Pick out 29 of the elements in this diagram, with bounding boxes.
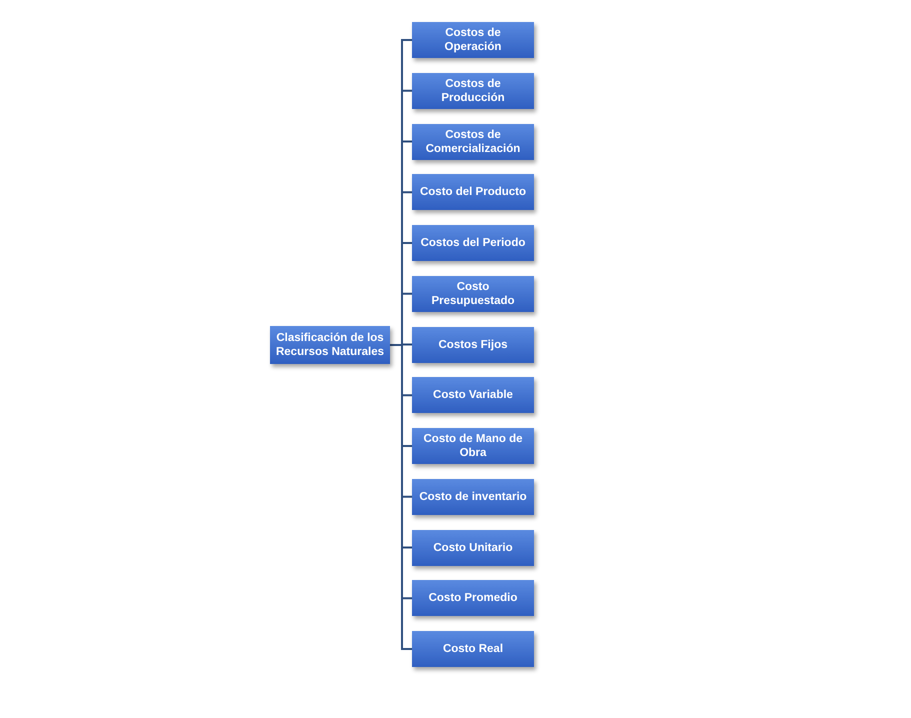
category-box <box>412 478 534 515</box>
box-label: Costo Promedio <box>428 591 518 606</box>
category-box <box>412 631 534 667</box>
category-box <box>412 124 534 160</box>
box-label: Costo Presupuestado <box>430 280 516 308</box>
category-box <box>412 22 534 58</box>
box-label: Costo de inventario <box>419 490 527 504</box>
box-label: Costo Real <box>442 642 504 656</box>
category-box <box>412 530 534 566</box>
box-label: Clasificación de los Recursos Naturales <box>274 331 386 359</box>
connector-line <box>390 344 412 650</box>
category-box <box>412 326 534 362</box>
category-box <box>270 326 390 364</box>
category-box <box>412 225 534 261</box>
box-label: Costos del Periodo <box>420 236 526 250</box>
category-box <box>412 377 534 414</box>
box-label: Costo de Mano de Obra <box>422 432 524 460</box>
box-label: Costo Variable <box>433 388 513 402</box>
box-label: Costos de Comercialización <box>424 128 522 156</box>
category-box <box>412 72 534 109</box>
box-label: Costo Unitario <box>433 540 513 554</box>
category-box <box>412 428 534 464</box>
category-box <box>412 174 534 210</box>
box-label: Costos de Producción <box>440 76 506 105</box>
box-label: Costo del Producto <box>420 185 526 200</box>
box-label: Costos de Operación <box>444 26 502 54</box>
box-label: Costos Fijos <box>438 338 508 352</box>
category-box <box>412 276 534 312</box>
category-box <box>412 580 534 616</box>
